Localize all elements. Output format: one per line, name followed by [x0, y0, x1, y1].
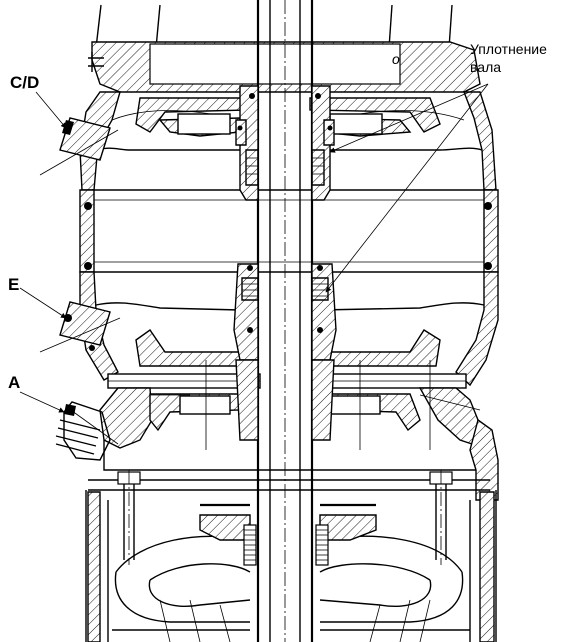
label-shaft-seal-line1: Уплотнение: [470, 41, 547, 57]
middle-stage-ring: [79, 189, 499, 273]
port-a-fitting: [55, 401, 119, 461]
top-support-frame: [88, 4, 481, 93]
port-cd-fitting: [39, 117, 119, 176]
central-shaft: [233, 0, 337, 642]
annotation-leaders: [19, 83, 489, 413]
lower-chamber-casing: [79, 271, 499, 389]
label-a: A: [8, 373, 20, 392]
label-cd: C/D: [10, 73, 39, 92]
construction-lines: [150, 360, 481, 450]
motor-section: [85, 470, 497, 642]
label-e: E: [8, 275, 19, 294]
port-e-fitting: [39, 301, 121, 353]
upper-chamber-casing: [79, 91, 497, 191]
label-mark-o: o: [392, 51, 400, 67]
label-shaft-seal-line2: вала: [470, 59, 501, 75]
lower-housing: [88, 387, 499, 501]
